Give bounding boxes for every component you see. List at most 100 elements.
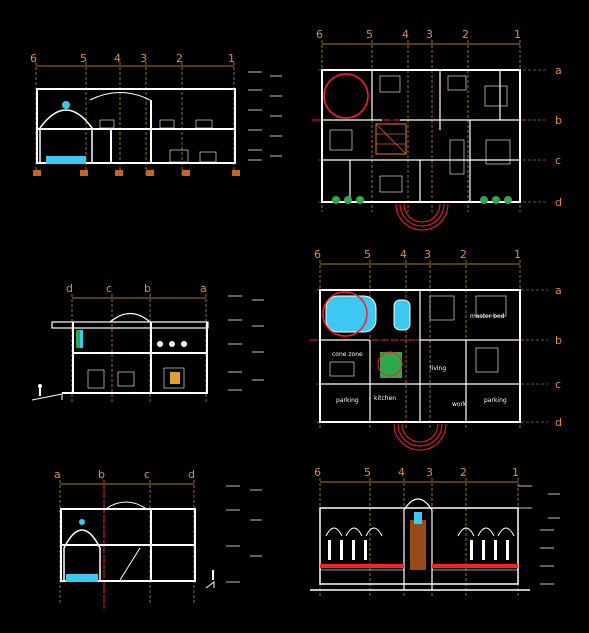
axis-label: 2: [460, 248, 467, 261]
pool-section: [66, 574, 98, 582]
mid-slab: [72, 352, 208, 354]
tower-window: [414, 512, 422, 524]
mid-slab: [36, 128, 236, 130]
entrance-steps: [395, 203, 449, 231]
level-markers: [248, 71, 282, 161]
axis-label: 4: [402, 28, 409, 41]
door-yellow: [170, 372, 180, 384]
plan-upper-furniture: [329, 295, 507, 377]
axis-label: 1: [512, 466, 519, 479]
axis-label: 3: [426, 28, 433, 41]
room-label-work: work: [452, 401, 467, 408]
garage-door-right: [431, 569, 519, 585]
wall-left: [36, 88, 38, 164]
wall-right: [234, 88, 236, 164]
jacuzzi: [393, 299, 411, 331]
level-markers: [518, 485, 560, 585]
axis-label: 5: [80, 52, 87, 65]
entrance-tower: [403, 498, 433, 590]
axis-label: 3: [424, 248, 431, 261]
wall-mid: [150, 508, 152, 582]
wall-mid: [150, 322, 152, 394]
trees: [332, 196, 512, 204]
axis-label: d: [188, 468, 195, 481]
arch-section: [39, 109, 93, 162]
tower-mosaic: [410, 520, 426, 570]
plan-ground-outline: [321, 69, 521, 203]
footings: [33, 170, 240, 176]
vault-section: [109, 312, 151, 323]
stair-green: [380, 352, 402, 378]
axis-label: b: [555, 114, 562, 127]
axis-label: 5: [364, 248, 371, 261]
entrance-steps: [393, 423, 447, 451]
roof-slab: [36, 88, 236, 90]
plan-ground-walls: [322, 70, 520, 202]
axis-label: 6: [314, 248, 321, 261]
axis-label: b: [555, 334, 562, 347]
facade-columns: [328, 540, 509, 560]
axis-label: 1: [228, 52, 235, 65]
wall-mid: [150, 100, 152, 164]
axis-label: c: [144, 468, 150, 481]
axis-label: 3: [140, 52, 147, 65]
axis-label: 5: [364, 466, 371, 479]
person-figure: [212, 570, 214, 580]
room-label-parking-left: parking: [336, 397, 359, 404]
furniture: [169, 149, 189, 163]
axis-label: 4: [400, 248, 407, 261]
lights: [157, 341, 187, 347]
room-label-living: living: [430, 365, 446, 372]
stair-core: [375, 123, 407, 155]
room-label-parking-right: parking: [484, 397, 507, 404]
axis-label: a: [200, 282, 207, 295]
stair-circle-red: [377, 351, 403, 377]
axis-label: b: [98, 468, 105, 481]
pool-section: [46, 156, 86, 164]
facade-band-right: [432, 564, 518, 568]
wall-right: [206, 322, 208, 394]
facade-band-left: [320, 564, 404, 568]
window-glass: [80, 330, 83, 348]
axis-label: 3: [426, 466, 433, 479]
axis-label: a: [555, 64, 562, 77]
level-markers: [228, 295, 264, 391]
furniture: [199, 151, 217, 163]
room-label-master-bed: master bed: [470, 313, 505, 320]
axis-label: a: [54, 468, 61, 481]
axis-label: d: [66, 282, 73, 295]
ground-slab: [62, 392, 208, 394]
axis-label: 4: [398, 466, 405, 479]
plan-ground-furniture: [329, 75, 511, 193]
vault-section: [103, 501, 149, 511]
furniture: [99, 119, 115, 129]
facade-outline: [319, 507, 519, 585]
arch-section: [63, 529, 101, 580]
axis-label: c: [555, 378, 561, 391]
ground-slope: [31, 393, 63, 401]
axis-label: 1: [514, 248, 521, 261]
axis-label: c: [106, 282, 112, 295]
pool: [325, 295, 377, 333]
window-green: [76, 330, 82, 348]
section-bottom: a b c d: [54, 468, 262, 610]
stair-section: [119, 547, 141, 581]
ground-slab: [60, 580, 196, 582]
room-label-kitchen: kitchen: [374, 395, 396, 402]
roof-slab: [60, 508, 196, 510]
wall-left: [72, 322, 74, 394]
dome-light: [79, 519, 85, 525]
level-markers: [226, 485, 262, 583]
ground-slope: [205, 581, 215, 589]
plan-upper-walls: [320, 290, 520, 422]
axis-label: d: [555, 416, 562, 429]
wall-right: [194, 508, 196, 582]
section-mid-furniture: [87, 367, 185, 389]
axis-label: 2: [176, 52, 183, 65]
